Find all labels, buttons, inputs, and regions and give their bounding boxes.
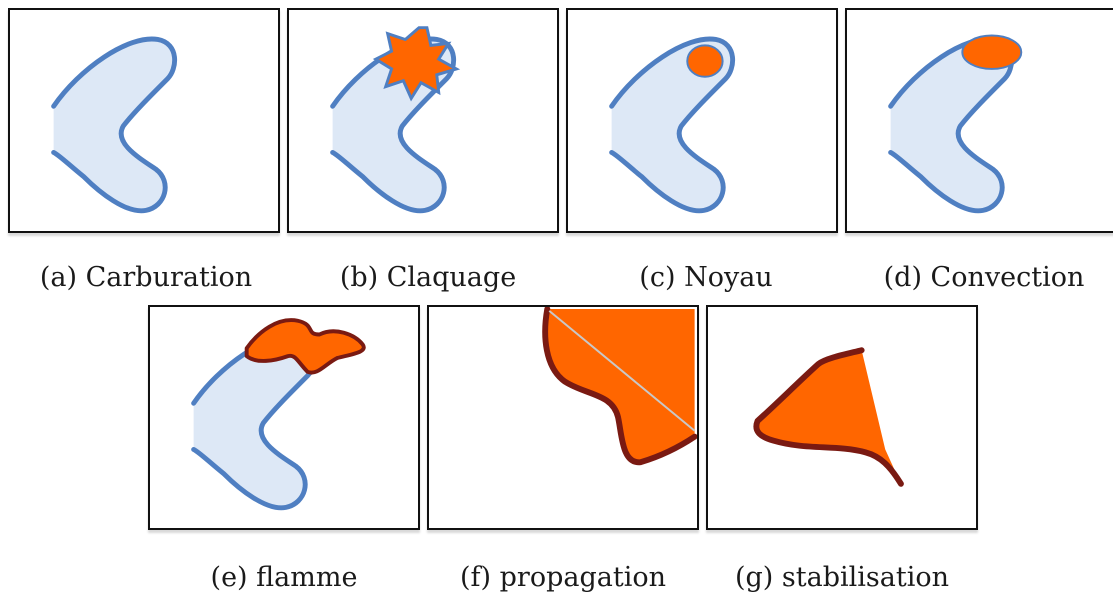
- diagonal-line: [548, 310, 696, 432]
- chamber-wall: [51, 36, 177, 214]
- panel-flamme: [148, 305, 420, 530]
- carburation-illustration: [51, 36, 177, 214]
- chamber-wall: [609, 36, 735, 214]
- flame-front: [753, 347, 904, 487]
- stabilisation-illustration: [753, 347, 904, 487]
- chamber-shape: [890, 38, 1012, 211]
- claquage-illustration: [330, 26, 461, 214]
- noyau-illustration: [609, 36, 735, 214]
- flamme-illustration: [191, 318, 366, 511]
- panel-stabilisation: [706, 305, 978, 530]
- caption-stabilisation: (g) stabilisation: [734, 562, 949, 593]
- caption-claquage: (b) Claquage: [339, 262, 517, 293]
- panel-noyau: [566, 8, 838, 233]
- caption-carburation: (a) Carburation: [39, 262, 253, 293]
- caption-propagation: (f) propagation: [460, 562, 666, 593]
- panel-convection: [845, 8, 1113, 233]
- flame-front: [542, 307, 697, 466]
- chamber-shape: [53, 38, 175, 211]
- caption-convection: (d) Convection: [883, 262, 1085, 293]
- flame-kernel: [961, 34, 1023, 70]
- flame-region: [544, 308, 695, 463]
- panel-claquage: [287, 8, 559, 233]
- panel-carburation: [8, 8, 280, 233]
- chamber-shape: [611, 38, 733, 211]
- chamber-wall: [330, 36, 456, 214]
- propagation-illustration: [542, 307, 697, 466]
- flame-front: [244, 318, 366, 375]
- caption-noyau: (c) Noyau: [639, 262, 773, 293]
- caption-flamme: (e) flamme: [210, 562, 358, 593]
- convection-illustration: [888, 34, 1023, 214]
- chamber-shape: [193, 335, 315, 508]
- panel-propagation: [427, 305, 699, 530]
- flame-region: [756, 350, 901, 484]
- spark-burst: [372, 26, 461, 102]
- flame-kernel: [686, 44, 724, 78]
